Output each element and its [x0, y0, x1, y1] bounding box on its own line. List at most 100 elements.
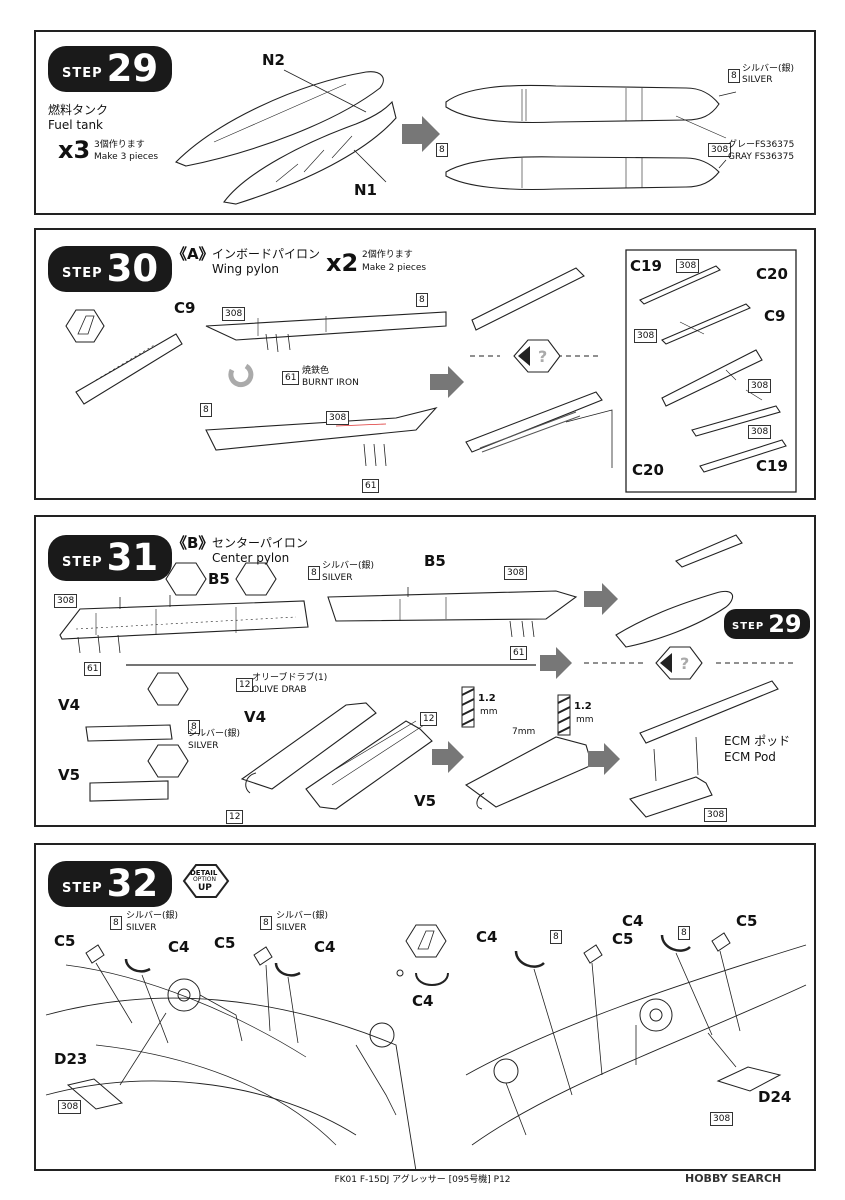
- part-label-c20: C20: [632, 461, 664, 479]
- olive-drab-en: OLIVE DRAB: [252, 685, 307, 695]
- part-label-v5: V5: [58, 766, 81, 784]
- silver-label-en: SILVER: [276, 923, 307, 933]
- part-label-d23: D23: [54, 1050, 88, 1068]
- color-code: 308: [748, 374, 772, 393]
- quantity-jp: 3個作ります: [94, 140, 145, 150]
- step-30-panel: ? STEP 30 《A》 インボードパイロン Wing pylon x2 2個…: [34, 228, 816, 500]
- silver-label-en: SILVER: [322, 573, 353, 583]
- part-label-c5: C5: [612, 930, 634, 948]
- part-label-c9: C9: [174, 299, 196, 317]
- quantity-jp: 2個作ります: [362, 250, 413, 260]
- quantity: x3: [58, 136, 91, 164]
- silver-label-jp: シルバー(銀): [322, 561, 375, 571]
- part-label-n2: N2: [262, 51, 285, 69]
- color-code: 8: [260, 911, 272, 930]
- step-word: STEP: [62, 880, 103, 896]
- color-code: 8: [550, 925, 562, 944]
- drill-size-2: 1.2: [574, 701, 592, 712]
- page-footer: FK01 F-15DJ アグレッサー [095号機] P12: [0, 1172, 845, 1185]
- silver-label-en: SILVER: [188, 741, 219, 751]
- silver-label-jp: シルバー(銀): [742, 64, 795, 74]
- color-code: 61: [84, 657, 102, 676]
- olive-drab-jp: オリーブドラブ(1): [252, 673, 328, 683]
- color-code: 8: [436, 138, 448, 157]
- step-badge: STEP 30: [48, 246, 173, 292]
- silver-label-jp: シルバー(銀): [188, 729, 241, 739]
- step-29-panel: STEP 29 燃料タンク Fuel tank x3 3個作ります Make 3…: [34, 30, 816, 215]
- part-label-b5: B5: [424, 552, 446, 570]
- burnt-iron-jp: 焼鉄色: [302, 366, 330, 376]
- part-label-c5: C5: [214, 934, 236, 952]
- ecm-pod-en: ECM Pod: [724, 750, 776, 764]
- color-code: 308: [708, 138, 732, 157]
- part-label-c4: C4: [168, 938, 190, 956]
- step-number: 32: [106, 862, 159, 905]
- part-label-c19: C19: [630, 257, 662, 275]
- part-name-jp: インボードパイロン: [212, 247, 321, 261]
- svg-text:?: ?: [538, 347, 547, 366]
- color-code: 308: [676, 254, 700, 273]
- color-code: 308: [54, 589, 78, 608]
- part-name-en: Center pylon: [212, 551, 290, 565]
- step-badge: STEP 31: [48, 535, 173, 581]
- color-code: 61: [510, 641, 528, 660]
- drill-unit-2: mm: [576, 715, 594, 725]
- wing-pylon-drawing: ?: [65, 249, 797, 493]
- ecm-pod-jp: ECM ポッド: [724, 734, 791, 748]
- detail-up-line3: UP: [198, 883, 212, 893]
- color-code: 12: [420, 707, 438, 726]
- color-code: 8: [110, 911, 122, 930]
- drill-size-1: 1.2: [478, 693, 496, 704]
- step-number: 29: [768, 610, 802, 638]
- detail-up-line2: OPTION: [193, 876, 216, 883]
- part-label-c4: C4: [476, 928, 498, 946]
- watermark: HOBBY SEARCH: [685, 1172, 782, 1185]
- part-label-c4: C4: [622, 912, 644, 930]
- step-badge: STEP 32: [48, 861, 173, 907]
- color-code: 308: [748, 420, 772, 439]
- part-name-jp: センターパイロン: [212, 536, 308, 550]
- step-word: STEP: [62, 65, 103, 81]
- footer-text: FK01 F-15DJ アグレッサー [095号機] P12: [334, 1175, 511, 1185]
- step-badge: STEP 29: [48, 46, 173, 92]
- ref-step-badge: STEP 29: [724, 609, 810, 639]
- part-label-b5: B5: [208, 570, 230, 588]
- color-code: 308: [634, 324, 658, 343]
- part-label-v4: V4: [244, 708, 267, 726]
- color-code: 8: [678, 921, 690, 940]
- color-code: 308: [222, 302, 246, 321]
- color-code: 12: [236, 673, 254, 692]
- part-label-v5: V5: [414, 792, 437, 810]
- part-name-en: Fuel tank: [48, 118, 103, 132]
- part-label-c20: C20: [756, 265, 788, 283]
- color-code: 8: [188, 715, 200, 734]
- part-label-c5: C5: [736, 912, 758, 930]
- part-label-c19: C19: [756, 457, 788, 475]
- silver-label-jp: シルバー(銀): [276, 911, 329, 921]
- part-label-c5: C5: [54, 932, 76, 950]
- step-31-panel: ? STEP 31 《B》 センターパイロン Center pylon 308 …: [34, 515, 816, 827]
- burnt-iron-en: BURNT IRON: [302, 378, 359, 388]
- color-code: 308: [58, 1095, 82, 1114]
- color-code: 61: [282, 366, 300, 385]
- landing-gear-drawing: [45, 864, 807, 1169]
- step-number: 29: [106, 47, 159, 90]
- part-label-c4: C4: [314, 938, 336, 956]
- step-32-panel: STEP 32 DETAIL OPTION UP 8 シルバー(銀) SILVE…: [34, 843, 816, 1171]
- step-word: STEP: [62, 265, 103, 281]
- center-pylon-drawing: ?: [59, 534, 796, 818]
- color-code: 308: [504, 561, 528, 580]
- step-word: STEP: [732, 620, 765, 632]
- part-label-c9: C9: [764, 307, 786, 325]
- color-code: 8: [728, 64, 740, 83]
- color-code: 308: [704, 803, 728, 822]
- gray-label-en: GRAY FS36375: [728, 152, 795, 162]
- variant-marker: 《A》: [172, 245, 214, 263]
- step-number: 30: [106, 247, 159, 290]
- quantity-en: Make 2 pieces: [362, 263, 427, 273]
- step-number: 31: [106, 536, 159, 579]
- color-code: 308: [710, 1107, 734, 1126]
- color-code: 12: [226, 805, 244, 824]
- color-code: 61: [362, 474, 380, 493]
- step-word: STEP: [62, 554, 103, 570]
